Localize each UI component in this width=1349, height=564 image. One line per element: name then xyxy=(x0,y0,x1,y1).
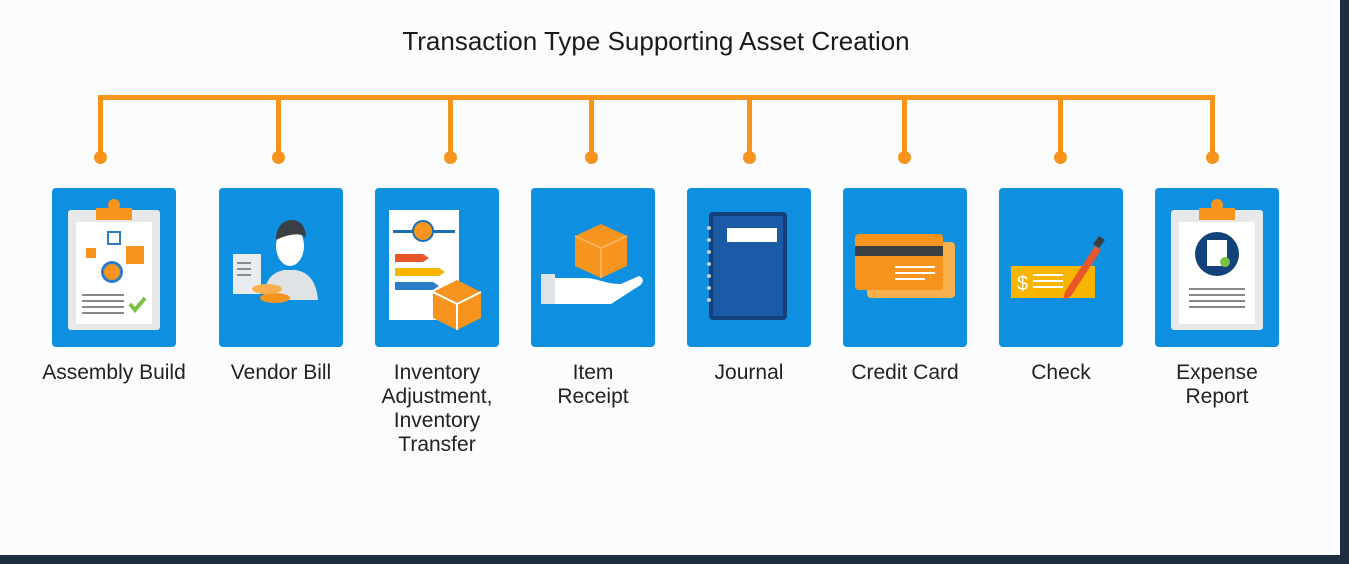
label-expense-report: Expense Report xyxy=(1176,361,1258,408)
connector-bus xyxy=(99,95,1215,100)
clipboard-assembly-icon xyxy=(68,199,160,330)
connector-drop xyxy=(448,95,453,155)
connector-dot xyxy=(585,151,598,164)
svg-text:$: $ xyxy=(1017,273,1028,295)
inventory-transfer-icon xyxy=(389,210,482,330)
label-inventory: Inventory Adjustment, Inventory Transfer xyxy=(381,361,493,456)
vendor-bill-icon xyxy=(233,220,318,303)
connector-dot xyxy=(444,151,457,164)
diagram-title: Transaction Type Supporting Asset Creati… xyxy=(402,26,910,56)
notebook-icon xyxy=(707,212,787,320)
diagram-canvas: Transaction Type Supporting Asset Creati… xyxy=(0,0,1340,555)
expense-report-icon xyxy=(1171,199,1263,330)
label-vendor-bill: Vendor Bill xyxy=(230,361,332,384)
connector-dot xyxy=(743,151,756,164)
tile-item-receipt xyxy=(531,188,655,347)
connector-drop xyxy=(747,95,752,155)
connector-drop xyxy=(1058,95,1063,155)
label-credit-card: Credit Card xyxy=(851,361,959,384)
tile-credit-card xyxy=(843,188,967,347)
check-pen-icon: $ xyxy=(1011,236,1105,300)
tile-check: $ xyxy=(999,188,1123,347)
credit-card-icon xyxy=(855,234,955,298)
connector-drop xyxy=(1210,95,1215,155)
connector-dot xyxy=(1206,151,1219,164)
tile-assembly-build xyxy=(52,188,176,347)
connector-dot xyxy=(898,151,911,164)
tile-vendor-bill xyxy=(219,188,343,347)
label-check: Check xyxy=(1031,361,1091,384)
tile-inventory xyxy=(375,188,499,347)
connector-drop xyxy=(589,95,594,155)
label-journal: Journal xyxy=(714,361,784,384)
connector-dot xyxy=(94,151,107,164)
connector-drop xyxy=(98,95,103,155)
hand-box-icon xyxy=(541,224,643,304)
label-item-receipt: Item Receipt xyxy=(557,361,629,408)
connector-drop xyxy=(276,95,281,155)
connector-drop xyxy=(902,95,907,155)
connector-dot xyxy=(1054,151,1067,164)
label-assembly-build: Assembly Build xyxy=(42,361,186,384)
connector-dot xyxy=(272,151,285,164)
tile-journal xyxy=(687,188,811,347)
tile-expense-report xyxy=(1155,188,1279,347)
